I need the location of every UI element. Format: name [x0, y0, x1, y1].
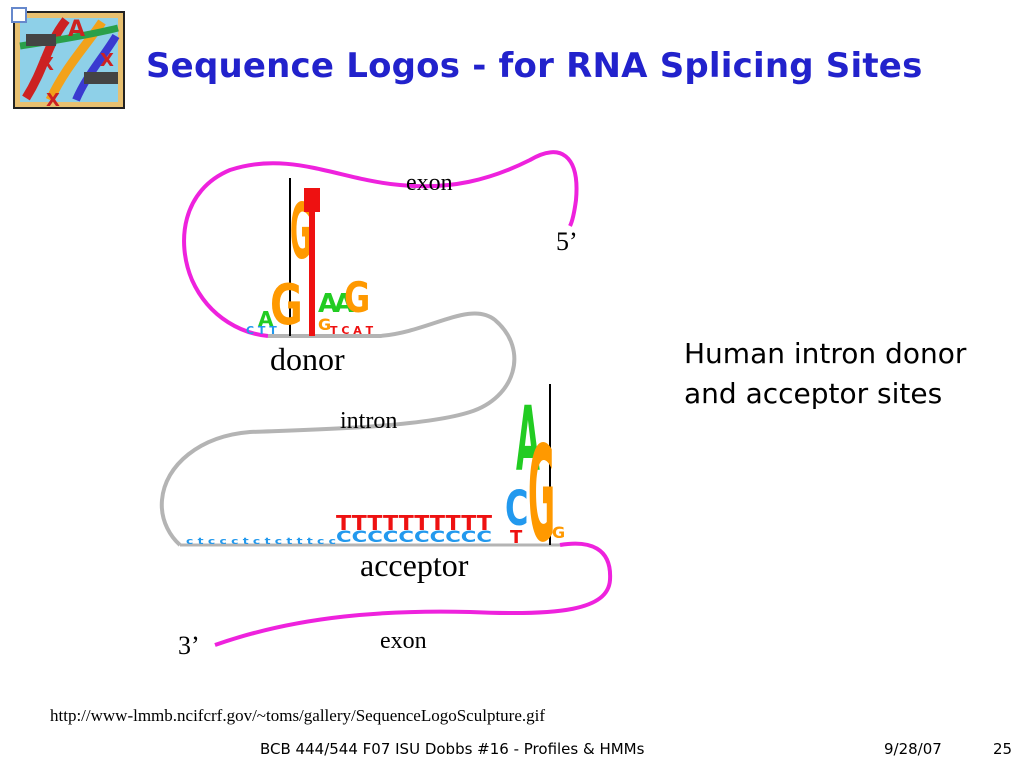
donor-letter: A: [258, 307, 274, 331]
caption-line: and acceptor sites: [684, 377, 943, 410]
dna-clipart-logo: A X X X: [11, 7, 125, 111]
label-exon-top: exon: [406, 170, 453, 196]
svg-text:c t c c c t c t c t t t c c: c t c c c t c t c t t t c c: [186, 537, 336, 547]
donor-letter: A: [334, 289, 354, 319]
label-five-prime: 5’: [556, 227, 578, 256]
svg-text:X: X: [40, 54, 54, 75]
source-url: http://www-lmmb.ncifcrf.gov/~toms/galler…: [50, 706, 546, 725]
exon-strand-top: [182, 150, 579, 338]
label-exon-bottom: exon: [380, 628, 427, 654]
donor-letter: A: [318, 289, 338, 319]
intron-strand: [159, 311, 517, 547]
acceptor-letter: G: [528, 418, 555, 572]
slide-title: Sequence Logos - for RNA Splicing Sites: [146, 46, 923, 86]
svg-text:A: A: [68, 17, 85, 42]
label-donor: donor: [270, 341, 345, 377]
label-intron: intron: [340, 408, 397, 434]
donor-letter: G: [318, 315, 331, 334]
acceptor-letter: T: [510, 527, 523, 548]
acceptor-c-row: CCCCCCCCCC: [336, 527, 492, 546]
footer-course: BCB 444/544 F07 ISU Dobbs #16 - Profiles…: [260, 740, 645, 758]
donor-logo: A G G A A G G C T T T C A T: [246, 178, 374, 338]
acceptor-logo: TTTTTTTTTT CCCCCCCCCC c t c c c t c t c …: [186, 384, 565, 572]
label-three-prime: 3’: [178, 631, 200, 660]
svg-text:X: X: [100, 50, 114, 71]
caption: Human intron donor and acceptor sites: [684, 334, 1014, 414]
caption-line: Human intron donor: [684, 337, 967, 370]
footer-page-number: 25: [993, 740, 1013, 758]
acceptor-letter: A: [516, 387, 540, 491]
label-acceptor: acceptor: [360, 547, 469, 583]
exon-strand-bottom: [214, 541, 613, 647]
donor-letter: G: [270, 273, 303, 337]
donor-letter: G: [344, 274, 370, 322]
acceptor-letter: G: [552, 523, 565, 542]
footer-date: 9/28/07: [884, 740, 942, 758]
acceptor-letter: C: [505, 480, 528, 536]
donor-t-bar: [304, 188, 320, 212]
svg-text:T C A T: T C A T: [330, 324, 374, 337]
acceptor-t-row: TTTTTTTTTT: [336, 511, 492, 535]
svg-text:C T T: C T T: [246, 324, 277, 337]
svg-text:X: X: [46, 90, 60, 111]
